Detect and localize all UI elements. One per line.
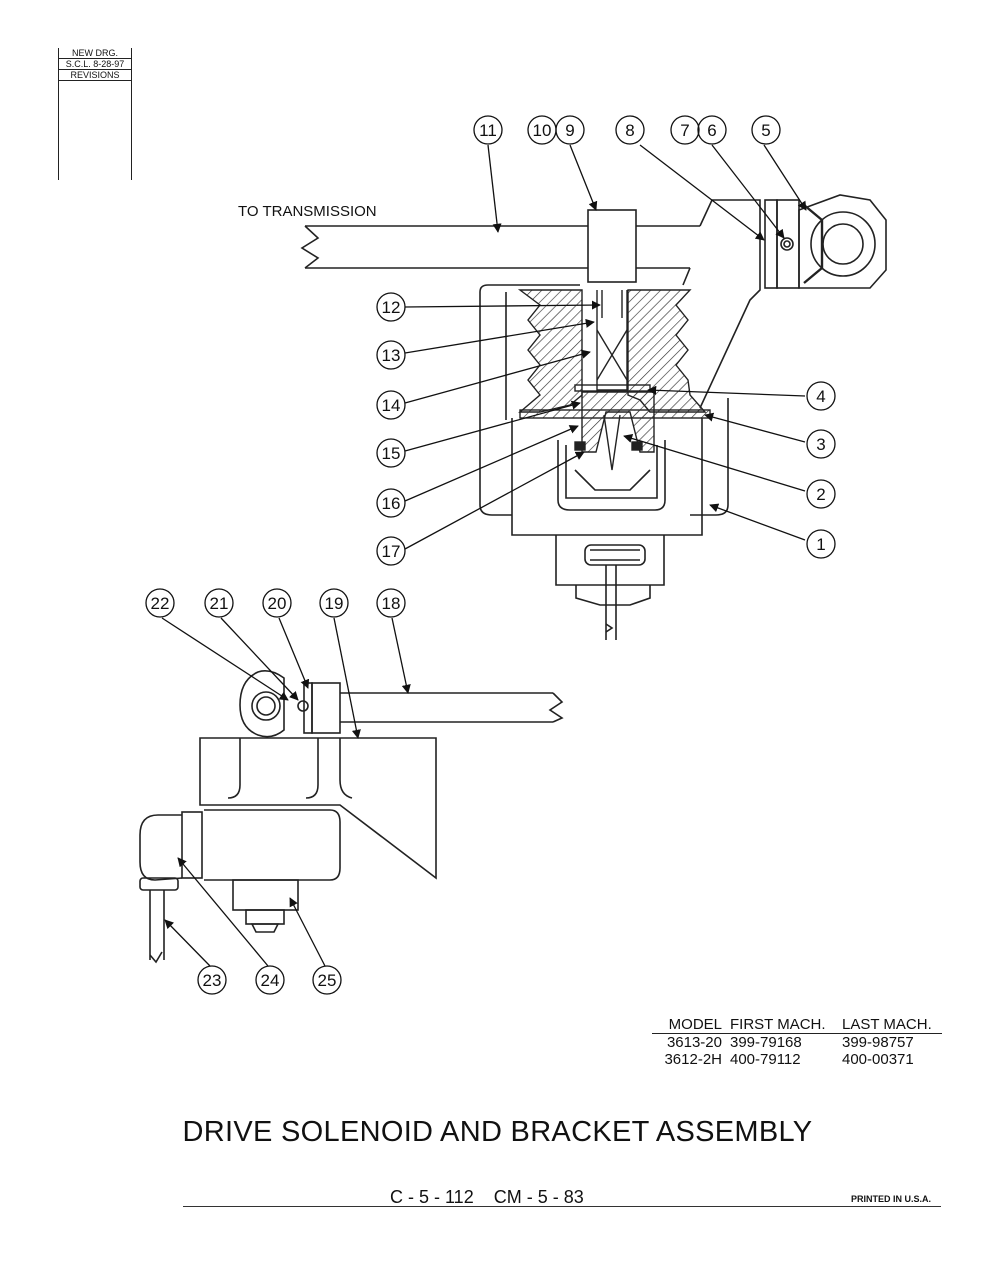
callout-22-label: 22 <box>151 594 170 613</box>
callout-11: 11 <box>473 115 503 145</box>
callout-5: 5 <box>751 115 781 145</box>
drawing-title: DRIVE SOLENOID AND BRACKET ASSEMBLY <box>182 1116 813 1148</box>
callout-7: 7 <box>670 115 700 145</box>
callout-20-label: 20 <box>268 594 287 613</box>
callout-10: 10 <box>527 115 557 145</box>
table-row: 3612-2H 400-79112 400-00371 <box>652 1051 942 1068</box>
callout-11-label: 11 <box>479 121 497 140</box>
callout-16: 16 <box>376 488 406 518</box>
callout-12-label: 12 <box>382 298 401 317</box>
model-table-header: MODEL FIRST MACH. LAST MACH. <box>652 1016 942 1034</box>
last-mach-cell: 400-00371 <box>842 1051 914 1068</box>
callout-17: 17 <box>376 536 406 566</box>
callout-4-label: 4 <box>816 387 825 406</box>
callout-1-label: 1 <box>816 535 825 554</box>
callout-2: 2 <box>806 479 836 509</box>
callout-19: 19 <box>319 588 349 618</box>
callout-24: 24 <box>255 965 285 995</box>
callout-21: 21 <box>204 588 234 618</box>
callout-20: 20 <box>262 588 292 618</box>
callout-9: 9 <box>555 115 585 145</box>
callout-23: 23 <box>197 965 227 995</box>
header-last-mach: LAST MACH. <box>842 1016 932 1033</box>
revision-block: NEW DRG. S.C.L. 8-28-97 REVISIONS <box>58 48 132 180</box>
callouts: 1 2 3 4 5 6 7 8 9 10 11 12 13 14 15 16 1… <box>145 115 836 995</box>
callout-22: 22 <box>145 588 175 618</box>
callout-9-label: 9 <box>565 121 574 140</box>
first-mach-cell: 399-79168 <box>730 1034 802 1051</box>
drawing-code: C - 5 - 112 CM - 5 - 83 <box>390 1187 584 1207</box>
callout-1: 1 <box>806 529 836 559</box>
callout-18: 18 <box>376 588 406 618</box>
callout-19-label: 19 <box>325 594 344 613</box>
callout-4: 4 <box>806 381 836 411</box>
last-mach-cell: 399-98757 <box>842 1034 914 1051</box>
callout-16-label: 16 <box>382 494 401 513</box>
callout-6: 6 <box>697 115 727 145</box>
callout-13: 13 <box>376 340 406 370</box>
coil-hatching <box>517 289 711 471</box>
callout-17-label: 17 <box>382 542 401 561</box>
callout-15: 15 <box>376 438 406 468</box>
callout-25-label: 25 <box>318 971 337 990</box>
leader-lines <box>161 144 807 967</box>
footer-divider <box>183 1206 941 1207</box>
revision-author-date: S.C.L. 8-28-97 <box>59 58 131 69</box>
callout-13-label: 13 <box>382 346 401 365</box>
callout-8-label: 8 <box>625 121 634 140</box>
callout-12: 12 <box>376 292 406 322</box>
callout-24-label: 24 <box>261 971 280 990</box>
callout-3-label: 3 <box>816 435 825 454</box>
upper-assembly <box>300 194 887 640</box>
model-table: MODEL FIRST MACH. LAST MACH. 3613-20 399… <box>652 1016 942 1068</box>
callout-8: 8 <box>615 115 645 145</box>
lower-assembly <box>139 670 564 964</box>
header-first-mach: FIRST MACH. <box>730 1016 826 1033</box>
table-row: 3613-20 399-79168 399-98757 <box>652 1034 942 1051</box>
model-cell: 3613-20 <box>666 1034 722 1051</box>
callout-2-label: 2 <box>816 485 825 504</box>
printed-in-label: PRINTED IN U.S.A. <box>851 1194 932 1204</box>
callout-3: 3 <box>806 429 836 459</box>
callout-21-label: 21 <box>210 594 229 613</box>
callout-14: 14 <box>376 390 406 420</box>
callout-18-label: 18 <box>382 594 401 613</box>
callout-5-label: 5 <box>761 121 770 140</box>
first-mach-cell: 400-79112 <box>730 1051 801 1068</box>
header-model: MODEL <box>668 1016 722 1033</box>
model-cell: 3612-2H <box>664 1051 722 1068</box>
revision-heading: REVISIONS <box>59 69 131 81</box>
callout-10-label: 10 <box>533 121 552 140</box>
callout-7-label: 7 <box>680 121 689 140</box>
callout-23-label: 23 <box>203 971 222 990</box>
callout-6-label: 6 <box>707 121 716 140</box>
callout-14-label: 14 <box>382 396 401 415</box>
revision-new-drawing: NEW DRG. <box>72 48 118 58</box>
callout-25: 25 <box>312 965 342 995</box>
to-transmission-label: TO TRANSMISSION <box>238 203 377 220</box>
callout-15-label: 15 <box>382 444 401 463</box>
